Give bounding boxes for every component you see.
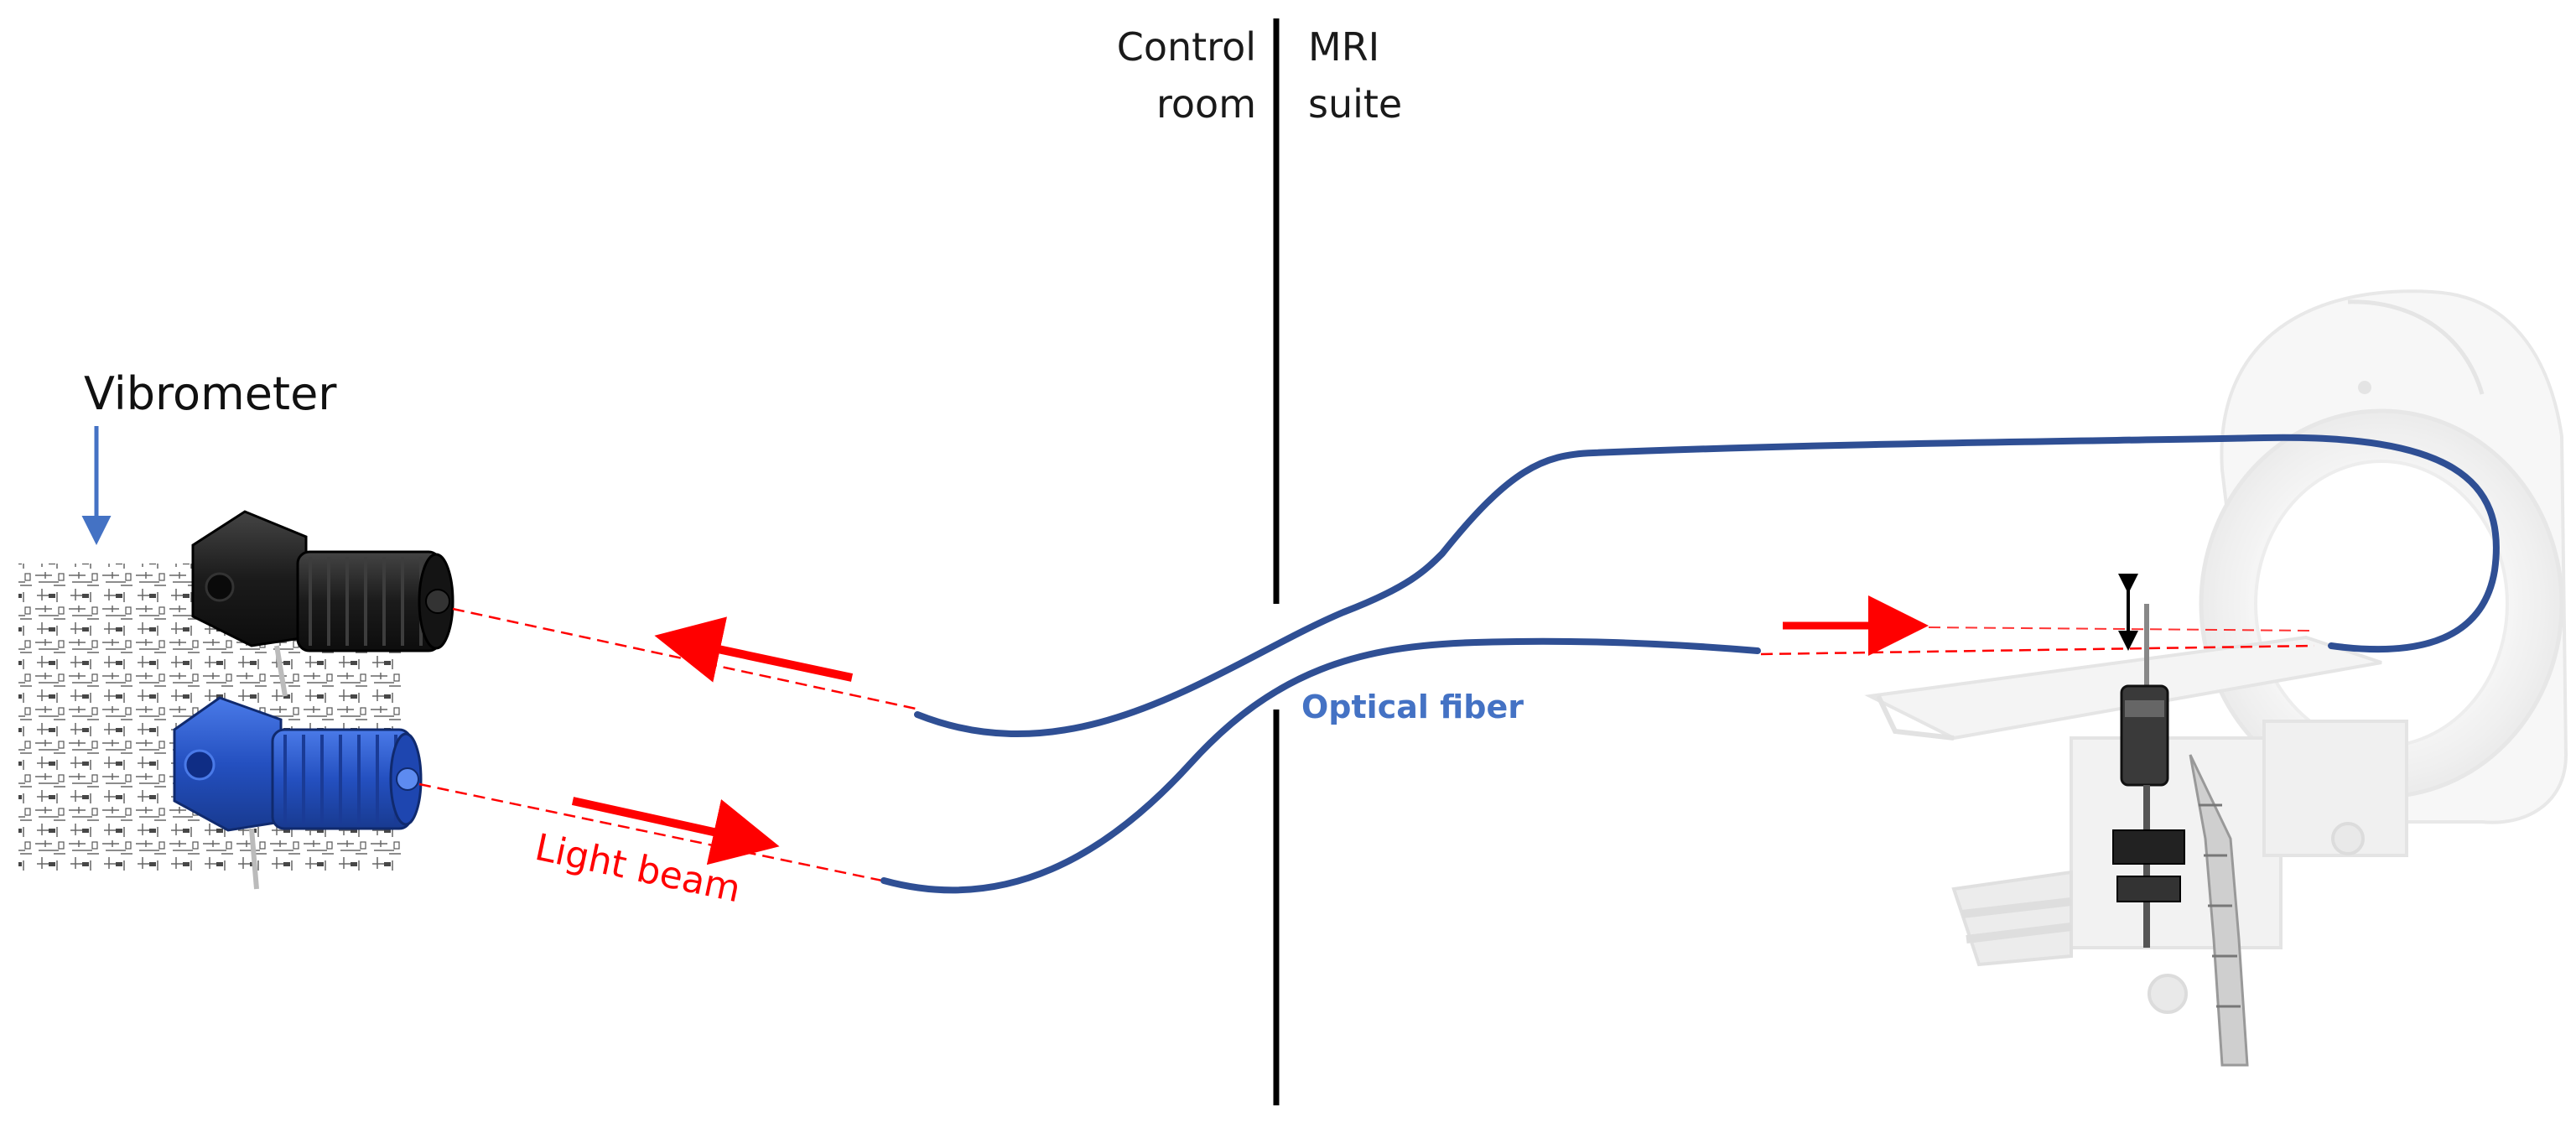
outgoing-beam-dashed bbox=[418, 782, 883, 882]
mri-suite-label-line1: MRI bbox=[1308, 24, 1379, 70]
vibrometer-label: Vibrometer bbox=[84, 367, 337, 420]
mri-suite-label-line2: suite bbox=[1308, 81, 1402, 127]
control-room-label-line1: Control bbox=[1117, 24, 1256, 70]
lower-fiber-cable bbox=[880, 637, 1761, 894]
return-direction-arrow bbox=[654, 616, 854, 683]
optical-fiber-cables bbox=[880, 434, 2500, 894]
outgoing-direction-arrow bbox=[571, 797, 780, 865]
upper-fiber-cable bbox=[914, 434, 2500, 738]
vibrometer-black-head bbox=[191, 510, 454, 697]
light-beam-label: Light beam bbox=[532, 826, 745, 912]
return-beam-dashed bbox=[452, 607, 917, 710]
target-beam-dashed bbox=[1760, 644, 2315, 656]
target-probe-device bbox=[2112, 574, 2249, 1067]
optical-fiber-label: Optical fiber bbox=[1301, 689, 1524, 725]
control-room-label-line2: room bbox=[1156, 81, 1256, 127]
vibrometer-assembly bbox=[18, 510, 454, 890]
vibrometer-blue-head bbox=[173, 696, 423, 890]
